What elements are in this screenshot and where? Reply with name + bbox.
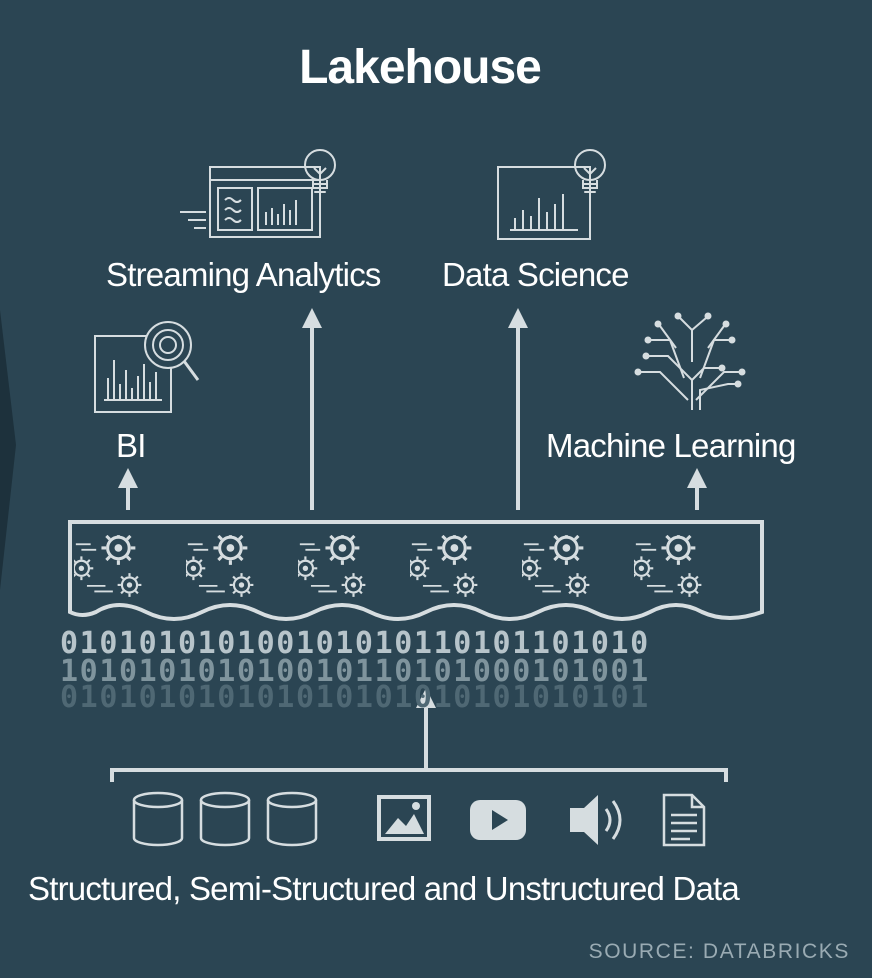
label-machine-learning: Machine Learning: [546, 427, 796, 464]
binary-row-1: 010101010100101010110101101010: [60, 626, 650, 661]
brain-circuit-icon: [634, 312, 746, 410]
magnifier-icon: [94, 321, 200, 413]
speaker-icon: [570, 795, 622, 845]
label-data-science: Data Science: [442, 256, 629, 293]
sources-bracket: [110, 768, 728, 782]
database-icon-3: [266, 791, 318, 847]
database-icon-2: [199, 791, 251, 847]
binary-row-3: 010101010101010101010101010101: [60, 680, 650, 715]
page-title: Lakehouse: [299, 41, 542, 94]
database-icon: [132, 791, 184, 847]
edge-shape: [0, 310, 16, 590]
data-sources-label: Structured, Semi-Structured and Unstruct…: [28, 870, 740, 907]
label-streaming-analytics: Streaming Analytics: [106, 256, 381, 293]
image-icon: [377, 795, 431, 841]
binary-row-2: 101010101010010110101000101001: [60, 654, 650, 689]
label-bi: BI: [116, 427, 146, 464]
video-play-icon: [470, 800, 526, 840]
chart-icon: [497, 166, 591, 240]
source-credit: SOURCE: DATABRICKS: [588, 940, 850, 963]
document-icon: [662, 793, 706, 847]
dashboard-icon: [180, 166, 321, 238]
